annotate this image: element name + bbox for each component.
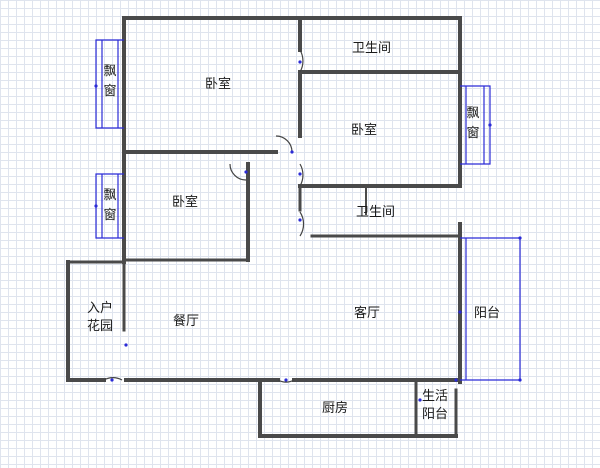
door-arc-bedroom-left (229, 163, 247, 181)
windows (95, 39, 521, 381)
room-label-utility-balcony: 生活 阳台 (415, 388, 455, 424)
door-arc-bath-mid (299, 211, 305, 237)
door-arc-center (275, 135, 293, 153)
room-label-living-room: 客厅 (354, 306, 381, 321)
room-label-dining-room: 餐厅 (173, 314, 200, 329)
room-label-utility-balcony-line2: 阳台 (421, 407, 448, 422)
room-label-entry-garden-line2: 花园 (86, 319, 113, 334)
room-label-bathroom-mid: 卫生间 (356, 205, 396, 220)
room-label-bedroom-right: 卧室 (351, 123, 378, 138)
room-label-bathroom-top: 卫生间 (352, 41, 392, 56)
room-label-bay-window-mid-left: 飘窗 (103, 188, 117, 223)
door-arc-kitchen (277, 379, 295, 383)
door-arc-entry (103, 376, 123, 381)
door-arc-bathroom-top (299, 49, 304, 73)
room-label-balcony: 阳台 (474, 306, 501, 321)
room-label-entry-garden-line1: 入户 (86, 301, 113, 316)
room-label-entry-garden: 入户 花园 (80, 300, 120, 336)
balcony-railing (460, 237, 521, 381)
node-markers (94, 60, 522, 402)
room-label-bedroom-left: 卧室 (172, 195, 199, 210)
room-label-bedroom-top-left: 卧室 (205, 77, 232, 92)
room-label-bay-window-right: 飘窗 (466, 106, 480, 141)
doors (103, 49, 305, 383)
door-arc-bedroom-right (299, 163, 304, 187)
room-label-bay-window-top-left: 飘窗 (103, 64, 117, 99)
room-label-kitchen: 厨房 (322, 401, 349, 416)
walls (66, 16, 462, 438)
bay-window-top-left (95, 39, 124, 129)
room-label-utility-balcony-line1: 生活 (421, 389, 448, 404)
